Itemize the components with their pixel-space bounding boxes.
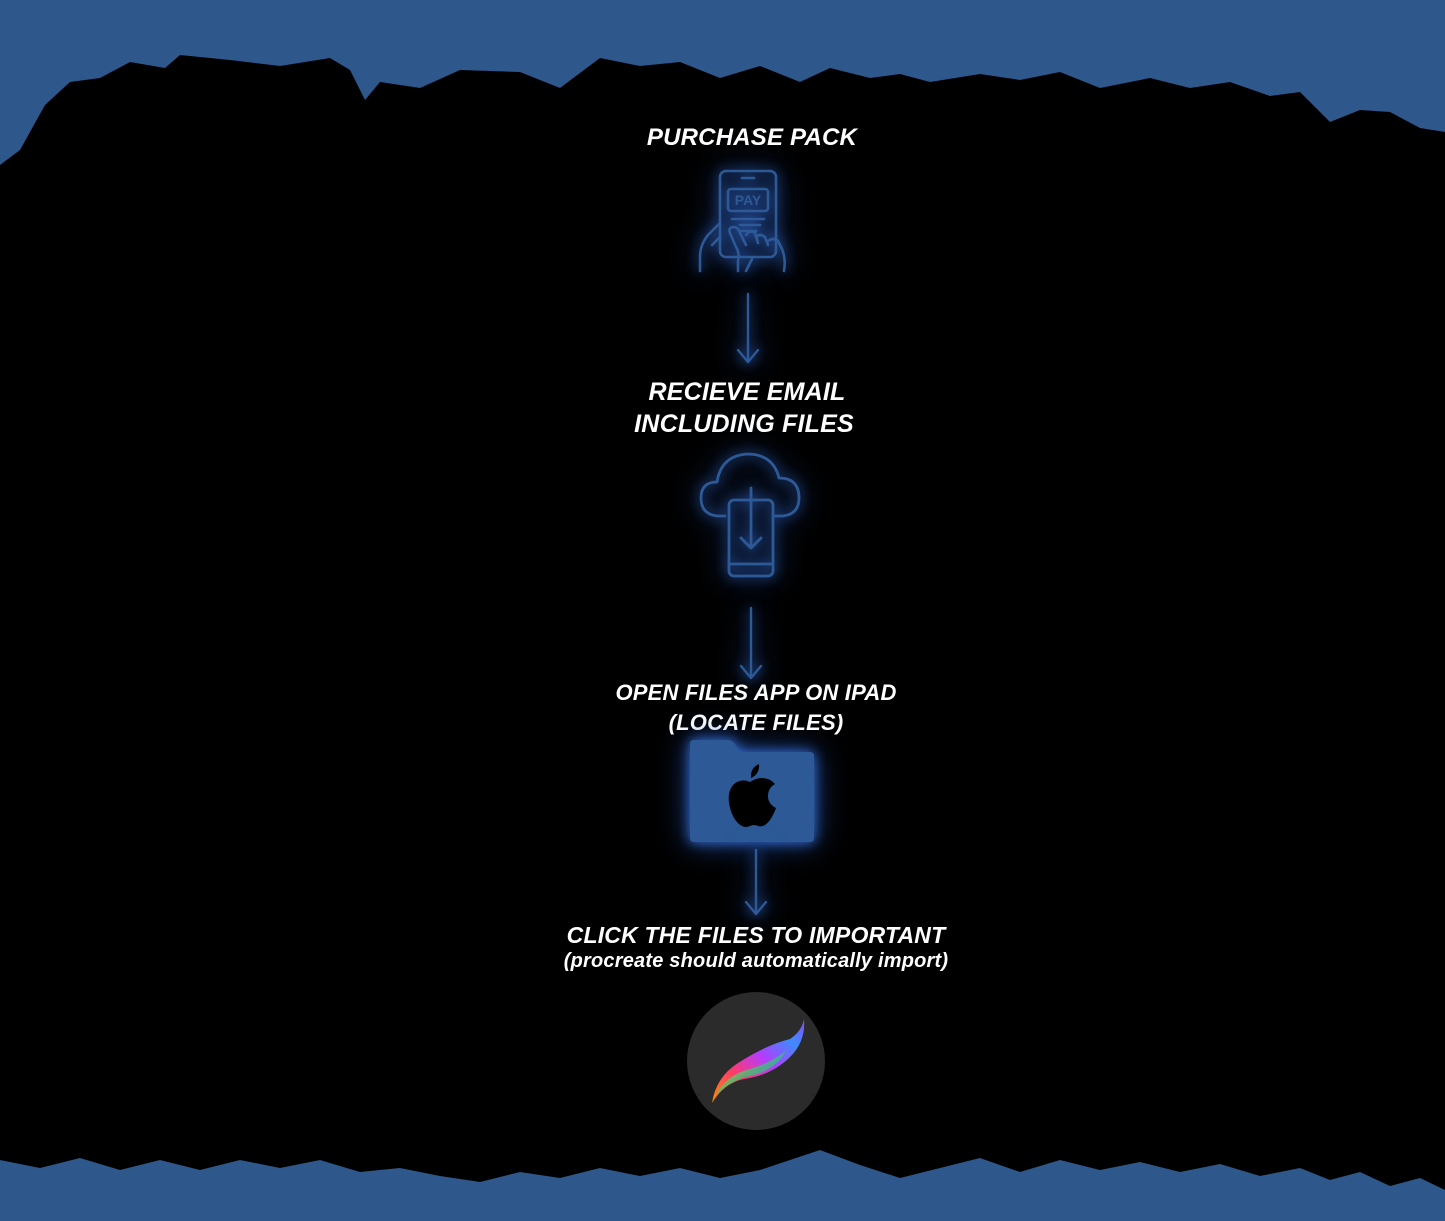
step-3-title-line2: (LOCATE FILES) bbox=[668, 710, 844, 735]
step-2-title-line1: RECIEVE EMAIL bbox=[648, 378, 846, 406]
step-4-title: CLICK THE FILES TO IMPORTANT (procreate … bbox=[564, 922, 949, 974]
step-2-title-line2: INCLUDING FILES bbox=[634, 410, 854, 438]
arrow-down-2 bbox=[739, 606, 763, 680]
procreate-logo-icon bbox=[687, 992, 825, 1130]
step-4-title-line1: CLICK THE FILES TO IMPORTANT bbox=[566, 922, 946, 948]
arrow-down-3 bbox=[744, 848, 768, 916]
step-2-title: RECIEVE EMAIL INCLUDING FILES bbox=[634, 376, 854, 440]
pay-label: PAY bbox=[735, 192, 762, 208]
step-1-title: PURCHASE PACK bbox=[647, 124, 857, 152]
step-1-title-line1: PURCHASE PACK bbox=[646, 124, 858, 151]
pay-phone-icon: PAY bbox=[698, 169, 786, 273]
arrow-down-1 bbox=[736, 292, 760, 364]
step-3-title-line1: OPEN FILES APP ON IPAD bbox=[615, 680, 897, 705]
apple-folder-icon bbox=[690, 740, 814, 842]
apple-logo-icon bbox=[728, 764, 776, 827]
step-3-title: OPEN FILES APP ON IPAD (LOCATE FILES) bbox=[615, 678, 896, 738]
step-4-title-line2: (procreate should automatically import) bbox=[563, 950, 949, 972]
cloud-download-phone-icon bbox=[699, 452, 801, 578]
